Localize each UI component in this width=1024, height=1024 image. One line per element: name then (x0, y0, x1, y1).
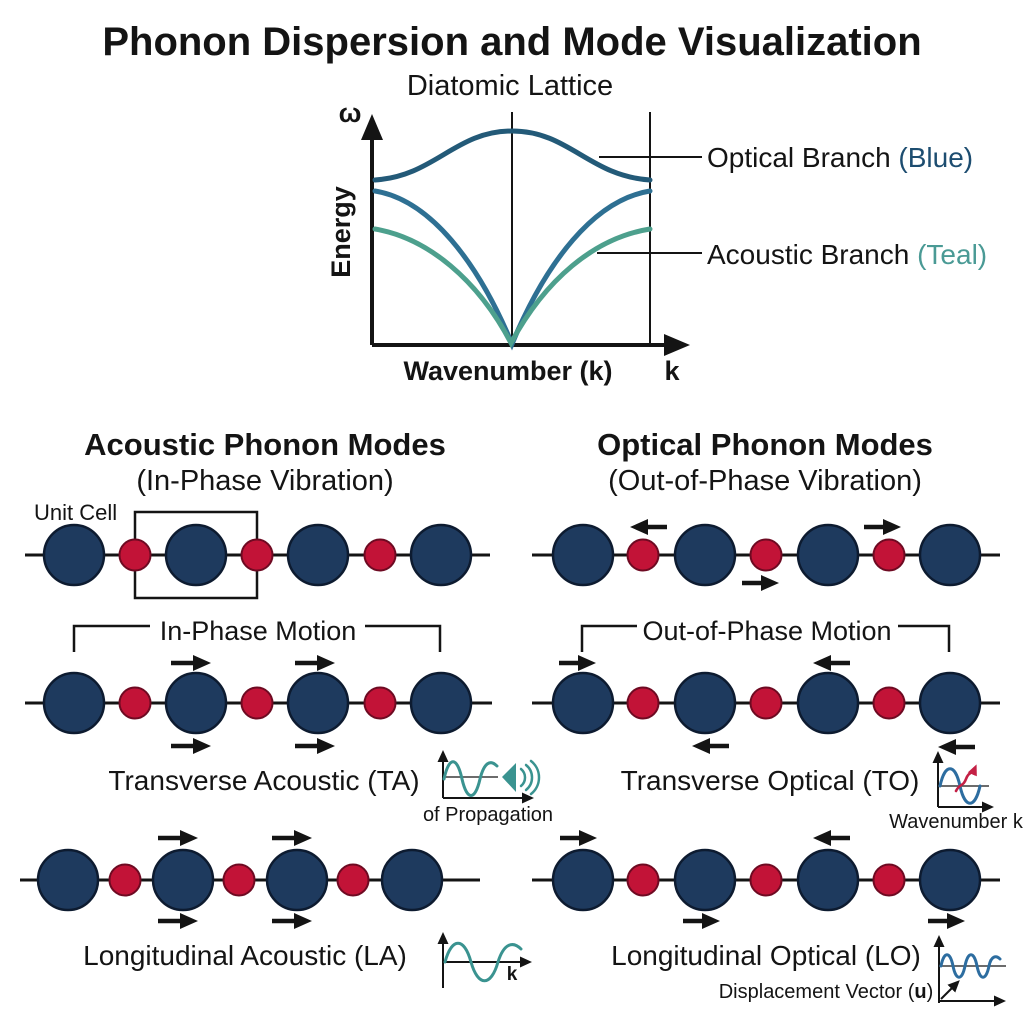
large-atom (796, 671, 860, 735)
lo-caption-prefix: Displacement Vector ( (719, 981, 915, 1003)
small-atom (336, 863, 370, 897)
small-atom (872, 686, 906, 720)
acoustic-heading: Acoustic Phonon Modes (84, 427, 446, 462)
small-atom (363, 538, 397, 572)
motion-bracket-left (72, 624, 150, 652)
small-atom (872, 538, 906, 572)
in-phase-motion-label: In-Phase Motion (160, 616, 357, 646)
large-atom (796, 848, 860, 912)
small-atom (872, 863, 906, 897)
speaker-icon (502, 759, 541, 796)
large-atom (265, 848, 329, 912)
inset-diagonal-arrow (940, 980, 960, 1000)
out-of-phase-motion-label: Out-of-Phase Motion (642, 616, 891, 646)
transverse-optical-chain (532, 655, 1000, 755)
small-atom (749, 863, 783, 897)
ta-wave-inset (437, 750, 541, 804)
optical-section: Optical Phonon Modes (Out-of-Phase Vibra… (532, 427, 1024, 1007)
la-wave-inset: k (437, 932, 532, 988)
optical-branch-name: Optical Branch (707, 142, 898, 173)
longitudinal-acoustic-chain (20, 830, 480, 929)
large-atom (36, 848, 100, 912)
wavenumber-axis-label: Wavenumber (k) (403, 356, 612, 386)
optical-heading: Optical Phonon Modes (597, 427, 933, 462)
lo-sine-wave (939, 953, 1002, 979)
motion-bracket-left (580, 624, 637, 652)
acoustic-branch-curve-teal (372, 226, 653, 349)
k-axis-symbol: k (664, 356, 680, 386)
acoustic-section: Acoustic Phonon Modes (In-Phase Vibratio… (20, 427, 553, 988)
la-k-label: k (507, 964, 518, 985)
large-atom (286, 523, 350, 587)
small-atom (626, 863, 660, 897)
transverse-optical-label: Transverse Optical (TO) (621, 765, 920, 796)
optical-branch-label: Optical Branch (Blue) (707, 142, 973, 173)
small-atom (749, 538, 783, 572)
large-atom (42, 671, 106, 735)
acoustic-branch-name: Acoustic Branch (707, 239, 917, 270)
large-atom (409, 523, 473, 587)
large-atom (380, 848, 444, 912)
small-atom (626, 686, 660, 720)
small-atom (240, 686, 274, 720)
large-atom (551, 848, 615, 912)
lo-caption: Displacement Vector (u) (719, 981, 934, 1003)
transverse-acoustic-chain (25, 655, 492, 754)
optical-branch-qualifier: (Blue) (898, 142, 973, 173)
small-atom (626, 538, 660, 572)
longitudinal-acoustic-label: Longitudinal Acoustic (LA) (83, 940, 407, 971)
large-atom (409, 671, 473, 735)
longitudinal-optical-label: Longitudinal Optical (LO) (611, 940, 921, 971)
page-title: Phonon Dispersion and Mode Visualization (102, 20, 921, 64)
small-atom (749, 686, 783, 720)
acoustic-branch-label: Acoustic Branch (Teal) (707, 239, 987, 270)
motion-bracket-right (898, 624, 951, 652)
acoustic-lattice-chain (25, 523, 490, 587)
optical-subheading: (Out-of-Phase Vibration) (608, 465, 922, 497)
lo-caption-u: u (914, 981, 926, 1003)
small-atom (222, 863, 256, 897)
large-atom (551, 523, 615, 587)
dispersion-chart: Diatomic Lattice ω Energy Wavenumber (k)… (326, 70, 987, 386)
large-atom (164, 671, 228, 735)
transverse-acoustic-label: Transverse Acoustic (TA) (108, 765, 419, 796)
omega-symbol: ω (339, 98, 362, 128)
unit-cell-label: Unit Cell (34, 500, 117, 525)
large-atom (918, 671, 982, 735)
small-atom (118, 538, 152, 572)
large-atom (673, 671, 737, 735)
chart-subtitle: Diatomic Lattice (407, 70, 613, 102)
large-atom (918, 523, 982, 587)
large-atom (286, 671, 350, 735)
small-atom (363, 686, 397, 720)
large-atom (164, 523, 228, 587)
large-atom (151, 848, 215, 912)
large-atom (673, 523, 737, 587)
large-atom (796, 523, 860, 587)
acoustic-subheading: (In-Phase Vibration) (136, 465, 393, 497)
longitudinal-optical-chain (532, 830, 1000, 929)
lo-wave-inset (933, 935, 1006, 1007)
large-atom (42, 523, 106, 587)
small-atom (240, 538, 274, 572)
ta-sine-wave (442, 760, 499, 797)
to-wave-inset (932, 751, 994, 813)
acoustic-branch-qualifier: (Teal) (917, 239, 987, 270)
large-atom (673, 848, 737, 912)
energy-axis-label: Energy (326, 186, 356, 278)
to-caption: Wavenumber k (889, 811, 1024, 833)
la-sine-wave (443, 941, 523, 983)
lo-caption-suffix: ) (927, 981, 934, 1003)
ta-caption: of Propagation (423, 804, 553, 826)
photon-arrow-icon (954, 764, 977, 793)
motion-bracket-right (365, 624, 442, 652)
optical-branch-curve (372, 128, 653, 183)
optical-lattice-chain (532, 519, 1000, 591)
small-atom (118, 686, 152, 720)
large-atom (918, 848, 982, 912)
large-atom (551, 671, 615, 735)
small-atom (108, 863, 142, 897)
